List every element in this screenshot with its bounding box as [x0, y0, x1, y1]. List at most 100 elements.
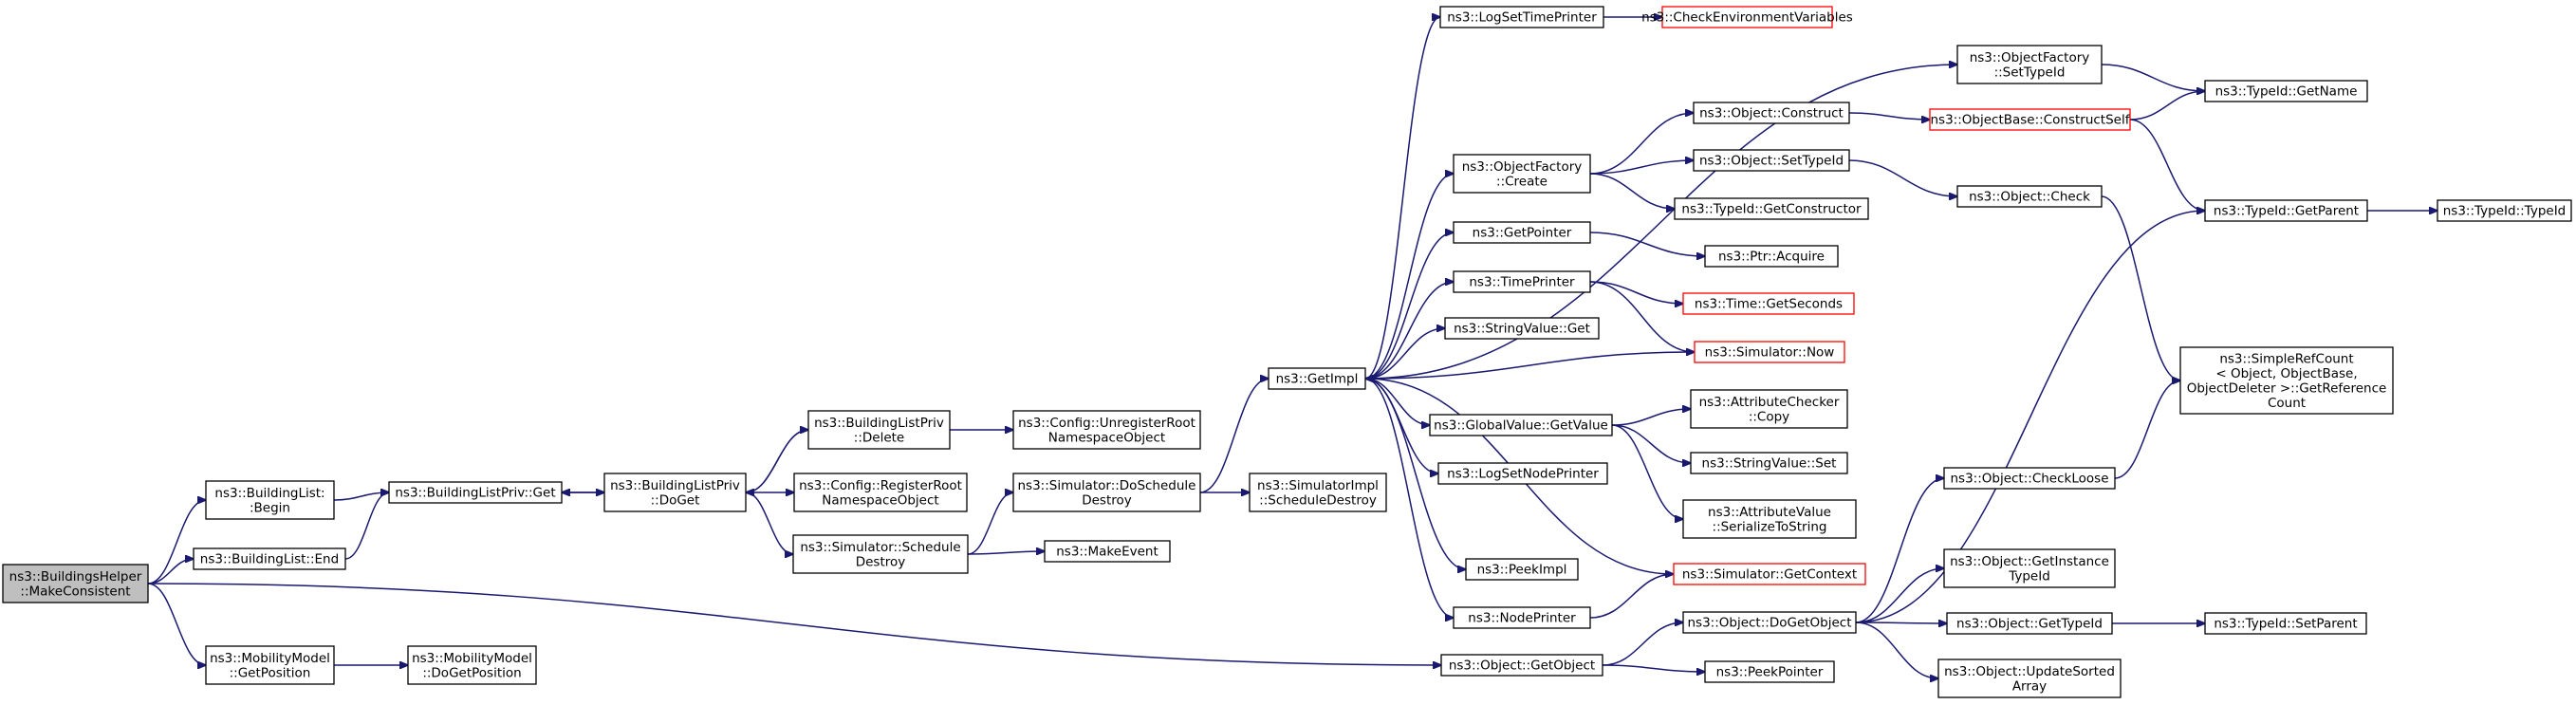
node-box: [1453, 221, 1591, 244]
node-label: ns3::PeekPointer: [1716, 665, 1824, 680]
node-label: ns3::BuildingListPriv: [610, 478, 740, 493]
node-box: [1674, 197, 1869, 220]
edge-obj-check-to-src-get-ref-count: [2101, 195, 2180, 380]
node-peek-pointer[interactable]: ns3::PeekPointer: [1704, 660, 1835, 683]
node-root[interactable]: ns3::BuildingsHelper::MakeConsistent: [2, 564, 149, 603]
node-obj-get-type-id[interactable]: ns3::Object::GetTypeId: [1946, 612, 2113, 635]
node-check-env[interactable]: ns3::CheckEnvironmentVariables: [1641, 6, 1853, 28]
edge-get-impl-to-log-set-time: [1364, 17, 1440, 380]
node-label: NamespaceObject: [1048, 430, 1165, 445]
node-tid-get-ctor[interactable]: ns3::TypeId::GetConstructor: [1674, 197, 1869, 220]
node-label: ns3::Time::GetSeconds: [1695, 297, 1843, 312]
node-bl-end[interactable]: ns3::BuildingList::End: [193, 547, 346, 570]
node-blp-get[interactable]: ns3::BuildingListPriv::Get: [388, 481, 563, 504]
node-obj-get-object[interactable]: ns3::Object::GetObject: [1440, 654, 1603, 677]
node-tid-set-parent[interactable]: ns3::TypeId::SetParent: [2204, 612, 2367, 635]
node-label: Array: [2012, 678, 2047, 694]
edge-of-set-type-id-to-tid-get-name: [2101, 64, 2205, 91]
node-box: [407, 645, 537, 685]
node-time-printer[interactable]: ns3::TimePrinter: [1453, 270, 1591, 293]
edge-obj-do-get-object-to-tid-get-parent: [1855, 211, 2205, 623]
edge-ob-construct-self-to-tid-get-name: [2129, 91, 2205, 121]
node-bl-begin[interactable]: ns3::BuildingList::Begin: [205, 480, 335, 520]
edge-of-create-to-obj-construct: [1589, 113, 1694, 175]
node-label: Destroy: [856, 554, 906, 569]
node-of-create[interactable]: ns3::ObjectFactory::Create: [1453, 154, 1591, 194]
node-get-pointer[interactable]: ns3::GetPointer: [1453, 221, 1591, 244]
node-time-get-seconds[interactable]: ns3::Time::GetSeconds: [1682, 292, 1855, 315]
edge-obj-get-object-to-peek-pointer: [1602, 664, 1705, 672]
node-label: ns3::Simulator::GetContext: [1682, 567, 1857, 583]
node-cfg-unreg[interactable]: ns3::Config::UnregisterRootNamespaceObje…: [1012, 410, 1201, 450]
node-src-get-ref-count[interactable]: ns3::SimpleRefCount< Object, ObjectBase,…: [2179, 346, 2394, 415]
node-mm-do-get[interactable]: ns3::MobilityModel::DoGetPosition: [407, 645, 537, 685]
node-label: Destroy: [1082, 492, 1132, 508]
edge-node-printer-to-sim-get-context: [1589, 574, 1674, 619]
node-get-impl[interactable]: ns3::GetImpl: [1268, 367, 1366, 390]
edge-get-impl-to-str-val-get: [1364, 328, 1445, 380]
node-obj-check[interactable]: ns3::Object::Check: [1956, 185, 2103, 208]
node-box: [1946, 612, 2113, 635]
edge-ob-construct-self-to-tid-get-parent: [2129, 119, 2205, 211]
node-node-printer[interactable]: ns3::NodePrinter: [1453, 606, 1591, 629]
node-mm-get[interactable]: ns3::MobilityModel::GetPosition: [205, 645, 335, 685]
node-sim-get-context[interactable]: ns3::Simulator::GetContext: [1673, 563, 1866, 585]
node-tid-type-id[interactable]: ns3::TypeId::TypeId: [2437, 199, 2572, 222]
edge-obj-do-get-object-to-obj-get-inst-tid: [1855, 568, 1944, 623]
node-box: [1943, 467, 2116, 490]
edge-obj-get-object-to-obj-do-get-object: [1602, 622, 1683, 666]
node-label: ns3::Config::UnregisterRoot: [1018, 416, 1195, 431]
node-label: ::GetPosition: [230, 665, 311, 680]
node-str-val-get[interactable]: ns3::StringValue::Get: [1444, 317, 1600, 340]
node-blp-do-get[interactable]: ns3::BuildingListPriv::DoGet: [603, 473, 747, 512]
node-of-set-type-id[interactable]: ns3::ObjectFactory::SetTypeId: [1956, 45, 2103, 84]
node-gv-get-value[interactable]: ns3::GlobalValue::GetValue: [1429, 414, 1613, 436]
node-tid-get-parent[interactable]: ns3::TypeId::GetParent: [2204, 199, 2368, 222]
edge-root-to-bl-begin: [147, 500, 206, 584]
node-label: ::Create: [1496, 174, 1547, 189]
node-obj-set-type-id[interactable]: ns3::Object::SetTypeId: [1693, 149, 1850, 172]
node-ob-construct-self[interactable]: ns3::ObjectBase::ConstructSelf: [1929, 108, 2131, 131]
node-box: [1012, 473, 1201, 512]
edge-get-impl-to-time-printer: [1364, 282, 1454, 380]
node-box: [1693, 149, 1850, 172]
node-tid-get-name[interactable]: ns3::TypeId::GetName: [2204, 80, 2368, 102]
node-peek-impl[interactable]: ns3::PeekImpl: [1465, 558, 1579, 581]
node-ptr-acquire[interactable]: ns3::Ptr::Acquire: [1704, 245, 1839, 268]
node-label: ns3::TypeId::TypeId: [2443, 204, 2567, 219]
node-obj-check-loose[interactable]: ns3::Object::CheckLoose: [1943, 467, 2116, 490]
node-blp-del[interactable]: ns3::BuildingListPriv::Delete: [807, 410, 951, 450]
node-box: [2204, 80, 2368, 102]
edge-gv-get-value-to-ac-copy: [1611, 409, 1691, 426]
edge-obj-construct-to-ob-construct-self: [1848, 112, 1930, 120]
node-sim-impl-sched-destroy[interactable]: ns3::SimulatorImpl::ScheduleDestroy: [1249, 473, 1387, 512]
node-obj-do-get-object[interactable]: ns3::Object::DoGetObject: [1682, 611, 1857, 634]
node-obj-construct[interactable]: ns3::Object::Construct: [1693, 102, 1850, 124]
node-label: ns3::Object::Check: [1969, 190, 2090, 205]
node-log-set-time[interactable]: ns3::LogSetTimePrinter: [1439, 6, 1604, 28]
node-box: [1453, 606, 1591, 629]
node-ac-copy[interactable]: ns3::AttributeChecker::Copy: [1690, 389, 1848, 429]
edge-get-pointer-to-ptr-acquire: [1589, 232, 1705, 256]
node-av-serialize[interactable]: ns3::AttributeValue::SerializeToString: [1682, 499, 1857, 539]
node-box: [1694, 341, 1845, 363]
node-label: ns3::ObjectBase::ConstructSelf: [1931, 113, 2131, 128]
node-make-event[interactable]: ns3::MakeEvent: [1044, 540, 1171, 563]
edge-gv-get-value-to-str-val-set: [1611, 424, 1691, 463]
edge-of-create-to-tid-get-ctor: [1589, 173, 1675, 209]
node-box: [1956, 185, 2103, 208]
node-box: [1439, 6, 1604, 28]
node-log-set-node[interactable]: ns3::LogSetNodePrinter: [1437, 462, 1608, 485]
node-label: ns3::Object::SetTypeId: [1699, 154, 1844, 169]
node-label: ns3::MobilityModel: [210, 651, 330, 666]
node-str-val-set[interactable]: ns3::StringValue::Set: [1690, 452, 1848, 474]
node-label: ns3::Config::RegisterRoot: [799, 478, 962, 493]
node-sim-now[interactable]: ns3::Simulator::Now: [1694, 341, 1845, 363]
node-label: ns3::StringValue::Set: [1702, 456, 1837, 472]
node-sim-sched-destroy[interactable]: ns3::Simulator::ScheduleDestroy: [792, 534, 969, 574]
edge-root-to-bl-end: [147, 559, 194, 584]
